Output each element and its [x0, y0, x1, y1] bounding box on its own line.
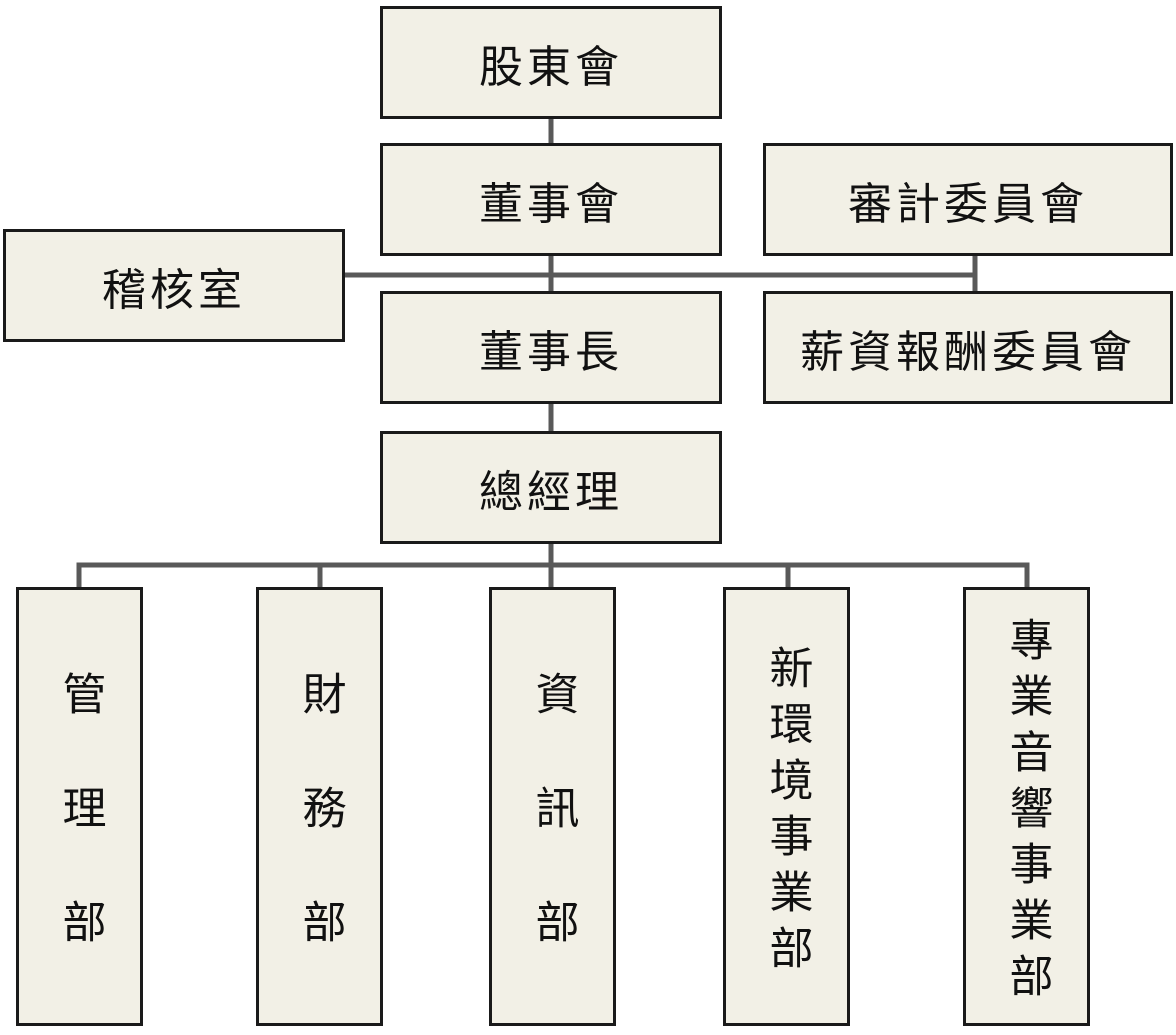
- node-dept-professional-audio: 專業音響事業部: [963, 587, 1090, 1026]
- node-label: 董事會: [479, 178, 623, 230]
- node-dept-finance: 財務部: [256, 587, 383, 1026]
- node-label: 稽核室: [102, 264, 246, 316]
- node-audit-committee: 審計委員會: [763, 143, 1173, 256]
- node-label: 薪資報酬委員會: [800, 326, 1136, 378]
- node-label: 股東會: [479, 41, 623, 93]
- node-compensation-committee: 薪資報酬委員會: [763, 291, 1173, 404]
- node-board-of-directors: 董事會: [380, 143, 722, 256]
- node-dept-management: 管理部: [16, 587, 143, 1026]
- node-label: 財務部: [294, 670, 346, 1013]
- node-label: 總經理: [479, 466, 623, 518]
- node-general-manager: 總經理: [380, 431, 722, 544]
- node-chairman: 董事長: [380, 291, 722, 404]
- node-label: 董事長: [479, 326, 623, 378]
- node-label: 新環境事業部: [761, 644, 813, 981]
- node-internal-audit-office: 稽核室: [3, 229, 345, 342]
- node-label: 專業音響事業部: [1001, 616, 1053, 1009]
- node-label: 管理部: [54, 670, 106, 1013]
- node-dept-new-environment: 新環境事業部: [723, 587, 850, 1026]
- node-dept-information: 資訊部: [489, 587, 616, 1026]
- node-label: 資訊部: [527, 670, 579, 1013]
- node-label: 審計委員會: [848, 178, 1088, 230]
- node-shareholders-meeting: 股東會: [380, 6, 722, 119]
